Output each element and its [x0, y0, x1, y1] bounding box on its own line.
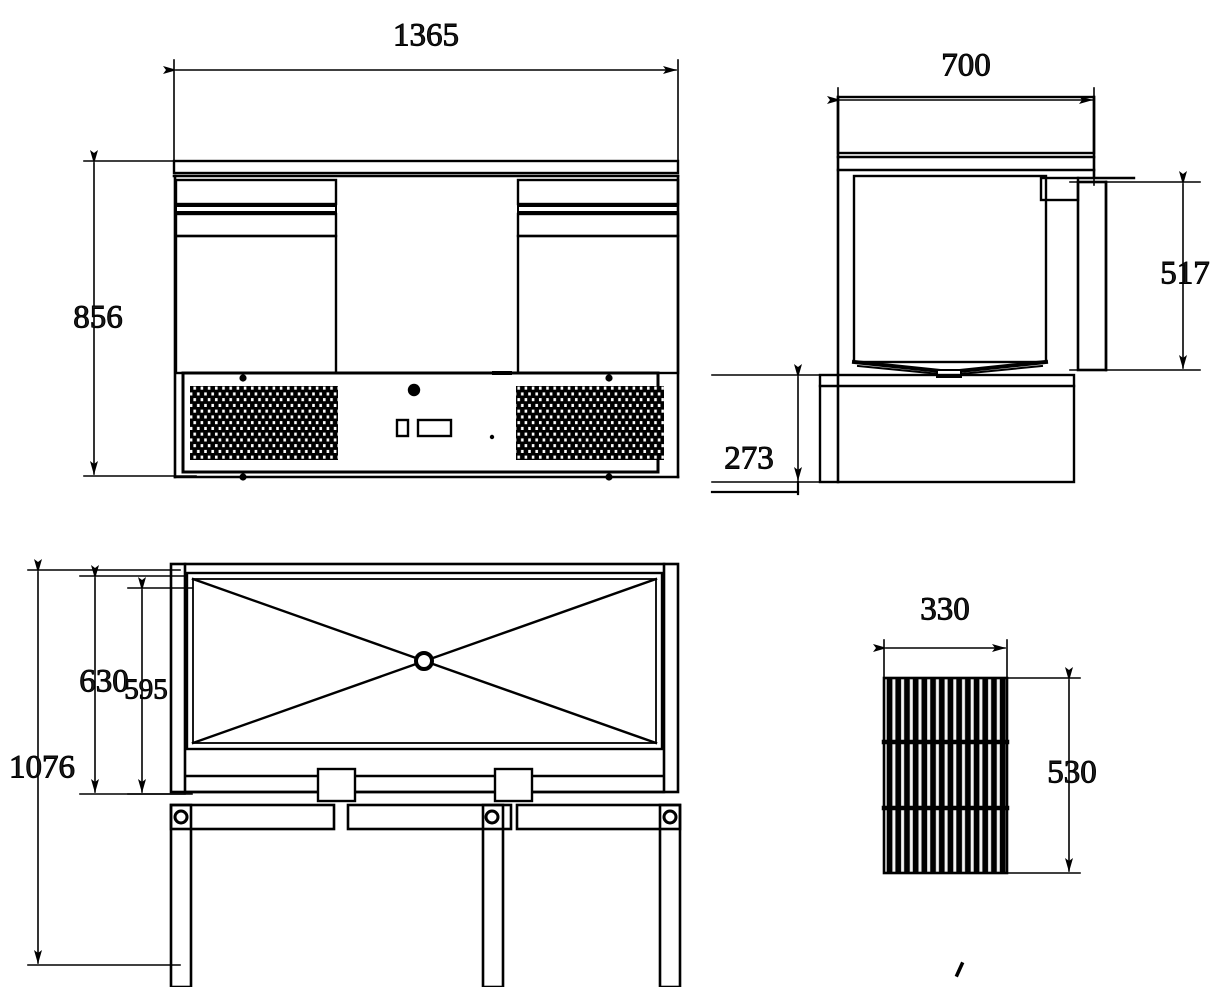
dim-grille-height: 530: [994, 667, 1097, 874]
dim-grille-width: 330: [873, 591, 1008, 691]
panel-fasteners: [239, 371, 613, 481]
indicator-knob-icon: [407, 383, 421, 397]
dim-label-frame-height: 630: [79, 664, 129, 700]
dim-overall-height: 856: [73, 150, 197, 477]
dim-cabinet-height: 517: [1069, 171, 1210, 371]
grille-fin-panel: [881, 676, 1010, 875]
dim-overall-width: 1365: [163, 17, 679, 173]
mounting-blocks: [316, 767, 534, 803]
dim-label-overall-width: 1365: [393, 18, 459, 54]
dim-label-overall-height: 856: [73, 300, 123, 336]
dim-label-cabinet-height: 517: [1160, 256, 1210, 292]
screw-dot-icon: [489, 434, 495, 440]
centre-hole: [414, 651, 434, 671]
rear-elevation-view: 1076 630 595: [9, 559, 682, 987]
right-ventilation-grille: [516, 386, 664, 460]
leg-front-right: [658, 803, 682, 987]
rear-lower-rail: [185, 774, 664, 794]
support-legs: [169, 803, 682, 987]
front-elevation-view: 1365 856: [73, 17, 680, 481]
dim-label-grille-width: 330: [920, 592, 970, 628]
right-lid-assembly: [516, 178, 680, 375]
rear-panel-with-bracing: [185, 571, 664, 751]
dim-panel-height: 595: [124, 577, 193, 795]
display-window: [416, 418, 453, 438]
open-lid-panel: [1076, 180, 1108, 372]
leg-front-left: [169, 803, 193, 987]
dim-overall-depth: 700: [827, 47, 1095, 186]
side-counter-top: [836, 95, 1096, 172]
control-panel: [395, 383, 495, 440]
left-lid-assembly: [174, 178, 338, 375]
dim-label-total-height: 1076: [9, 750, 75, 786]
base-plinth: [818, 373, 1076, 484]
dim-label-grille-height: 530: [1047, 755, 1097, 791]
left-ventilation-grille: [190, 386, 338, 460]
dim-plinth-height: 273: [710, 364, 821, 496]
cabinet-body-outline: [173, 174, 680, 479]
counter-top-slab: [172, 159, 680, 178]
leg-cross-rails: [169, 803, 682, 831]
condenser-grille-detail-view: 330 530: [873, 591, 1097, 875]
sheet-edge-mark: [954, 961, 965, 978]
dim-label-panel-height: 595: [124, 674, 168, 706]
dim-frame-height: 630: [79, 565, 186, 795]
leg-middle: [481, 803, 505, 987]
side-cabinet-body: [836, 95, 1096, 375]
dim-label-plinth-height: 273: [724, 441, 774, 477]
side-elevation-view: 700 517 273: [710, 47, 1210, 496]
dim-total-height: 1076: [9, 559, 181, 966]
dim-label-overall-depth: 700: [941, 48, 991, 84]
switch-button: [395, 418, 410, 438]
